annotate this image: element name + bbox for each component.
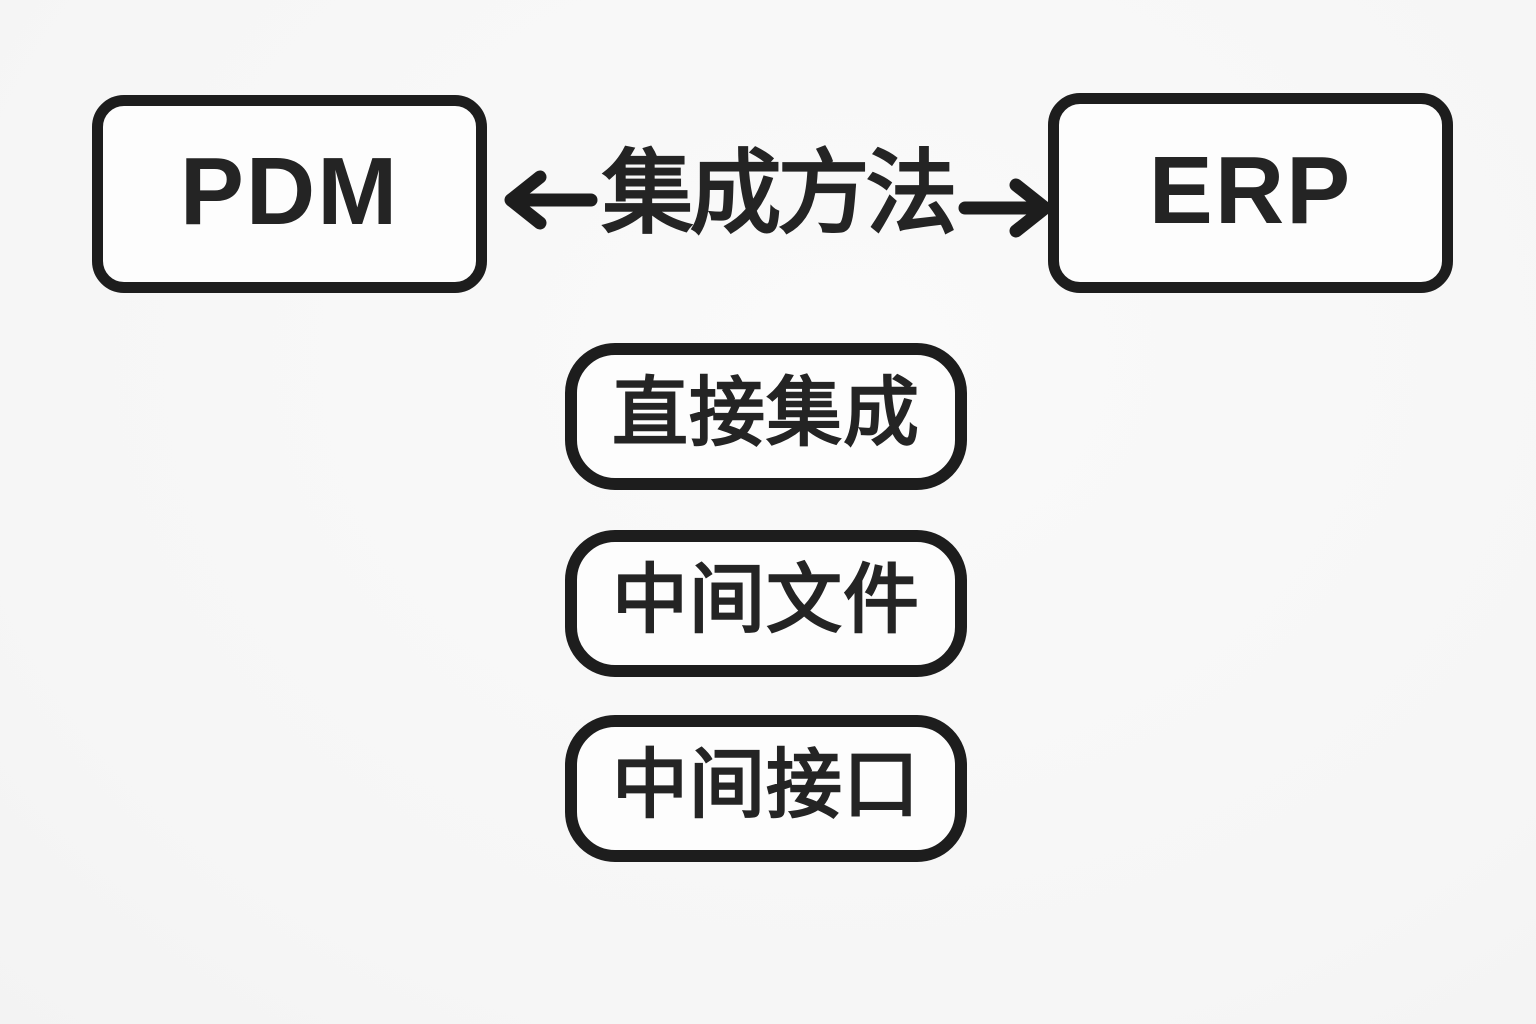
method-box-direct-integration: 直接集成 bbox=[565, 343, 967, 490]
method-label-direct-integration: 直接集成 bbox=[612, 370, 920, 456]
erp-box: ERP bbox=[1048, 93, 1453, 293]
right-arrow-icon bbox=[958, 178, 1052, 238]
left-arrow-icon bbox=[504, 170, 597, 230]
integration-method-relation: 集成方法 bbox=[504, 135, 1052, 265]
method-box-intermediate-interface: 中间接口 bbox=[565, 715, 967, 862]
integration-method-label: 集成方法 bbox=[601, 143, 958, 245]
pdm-label: PDM bbox=[179, 138, 400, 245]
method-label-intermediate-interface: 中间接口 bbox=[612, 742, 920, 828]
erp-label: ERP bbox=[1148, 137, 1353, 244]
method-label-intermediate-file: 中间文件 bbox=[612, 557, 920, 643]
pdm-box: PDM bbox=[92, 95, 487, 293]
method-box-intermediate-file: 中间文件 bbox=[565, 530, 967, 677]
